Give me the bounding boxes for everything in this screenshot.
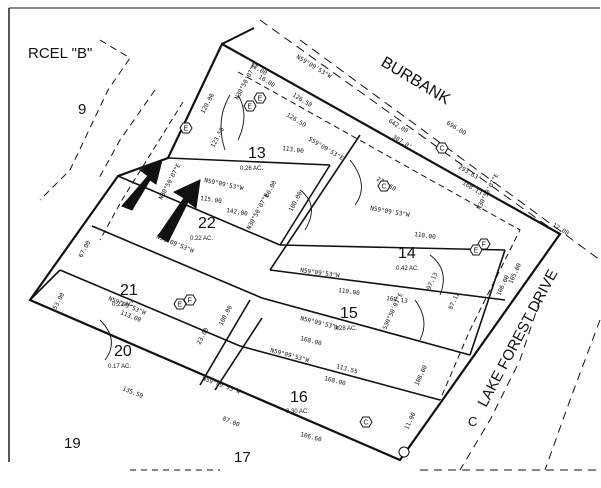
lot-17-number: 17 xyxy=(234,449,251,466)
hexagon-marker: E xyxy=(173,298,187,310)
bearing-label: N59°09'53"W xyxy=(370,205,411,219)
dimension-label: 168.13 xyxy=(461,180,484,197)
dimension-label: 16.00 xyxy=(257,74,276,90)
svg-text:C: C xyxy=(382,184,387,191)
lot-15-area: 0.28 AC. xyxy=(334,326,357,332)
dimension-label: 113.55 xyxy=(335,363,358,375)
dimension-label: 110.00 xyxy=(338,287,361,297)
lot-14-number: 14 xyxy=(398,245,416,262)
setback-line-west xyxy=(99,101,184,241)
bearing-label: N59°09'53"W xyxy=(300,267,341,280)
dimension-label: 11.00 xyxy=(403,411,417,431)
dimension-label: 126.50 xyxy=(285,112,308,129)
dimension-label: 120.00 xyxy=(200,92,217,115)
dimension-label: 87.00 xyxy=(221,415,241,428)
lot-9-number: 9 xyxy=(78,101,86,118)
dimension-label: 168.00 xyxy=(299,335,322,347)
svg-text:C: C xyxy=(440,146,445,153)
corner-line xyxy=(221,27,255,45)
dimension-label: 97.13 xyxy=(425,271,439,291)
svg-text:E: E xyxy=(178,302,183,309)
parcel-label: RCEL "B" xyxy=(28,45,92,62)
dimension-label: 113.00 xyxy=(282,145,305,155)
street-prefix: C xyxy=(468,414,477,429)
svg-text:C: C xyxy=(364,420,369,427)
svg-text:F: F xyxy=(188,298,192,305)
bearing-label: N59°09'53"W xyxy=(204,177,245,192)
hexagon-marker: E xyxy=(253,92,267,104)
lot-lines xyxy=(29,134,506,401)
lot-22-number: 22 xyxy=(198,215,216,232)
svg-text:E: E xyxy=(248,104,253,111)
street-label-lake-forest: LAKE FOREST DRIVE xyxy=(475,267,562,410)
dimension-label: 106.60 xyxy=(299,431,322,443)
lot-15-number: 15 xyxy=(340,305,358,322)
lot-20-number: 20 xyxy=(114,343,132,360)
dimension-label: 168.00 xyxy=(323,375,346,387)
right-arrow-icon xyxy=(157,179,201,243)
dimension-label: 168.13 xyxy=(386,295,409,305)
dimension-label: 105.00 xyxy=(507,262,523,285)
svg-text:E: E xyxy=(184,126,189,133)
lot-13-area: 0.26 AC. xyxy=(240,166,263,172)
hexagon-marker: F xyxy=(183,294,197,306)
lot-16-area: 0.30 AC. xyxy=(286,409,309,415)
dimension-label: 100.00 xyxy=(218,304,235,327)
dimension-label: 142.00 xyxy=(226,207,249,218)
left-arrow-icon xyxy=(121,159,163,211)
dimension-label: 307.0' xyxy=(391,134,413,151)
lot-19-number: 19 xyxy=(64,435,81,452)
bearing-label: N59°09'53"W xyxy=(295,54,333,81)
lot-16-number: 16 xyxy=(290,389,308,406)
dimension-label: 135.50 xyxy=(121,385,144,400)
lot-21-area: 0.22 AC. xyxy=(112,302,135,308)
dimension-label: 642.00 xyxy=(387,118,410,135)
dimension-label: 110.00 xyxy=(414,231,437,241)
lot-13-number: 13 xyxy=(248,145,266,162)
dimension-label: 87.12 xyxy=(447,291,461,311)
dashed-boundaries xyxy=(39,19,601,471)
dimension-label: 293.63' xyxy=(457,164,482,183)
easement-arcs xyxy=(99,94,444,361)
street-label-burbank: BURBANK xyxy=(378,54,453,109)
svg-text:F: F xyxy=(482,242,486,249)
dimension-label: 23.00 xyxy=(196,326,211,346)
lot-22-area: 0.22 AC. xyxy=(190,236,213,242)
hexagon-marker: E xyxy=(179,122,193,134)
dimension-label: 67.00 xyxy=(78,239,93,259)
setback-line xyxy=(237,71,521,401)
lot-14-area: 0.42 AC. xyxy=(396,266,419,272)
hexagon-marker: C xyxy=(359,416,373,428)
svg-text:E: E xyxy=(474,248,479,255)
easement-markers: C E E E F E F C xyxy=(173,92,491,428)
lot-21-number: 21 xyxy=(120,282,138,299)
hexagon-marker: E xyxy=(243,100,257,112)
lot-20-area: 0.17 AC. xyxy=(108,364,131,370)
hexagon-marker: E xyxy=(469,244,483,256)
bearing-label: N59°09'53"W xyxy=(201,375,241,395)
bearing-label: S59°09'53"E xyxy=(307,136,345,163)
svg-text:E: E xyxy=(258,96,263,103)
circle-marker xyxy=(398,446,410,458)
dimension-label: 696.00 xyxy=(445,120,468,137)
hexagon-marker: C xyxy=(435,142,449,154)
dimension-label: 108.00 xyxy=(413,364,429,387)
hexagon-marker: C xyxy=(377,180,391,192)
dimension-label: 80.00 xyxy=(264,179,279,199)
dimension-label: 115.00 xyxy=(200,195,223,205)
dimension-label: 53.00 xyxy=(52,291,67,311)
